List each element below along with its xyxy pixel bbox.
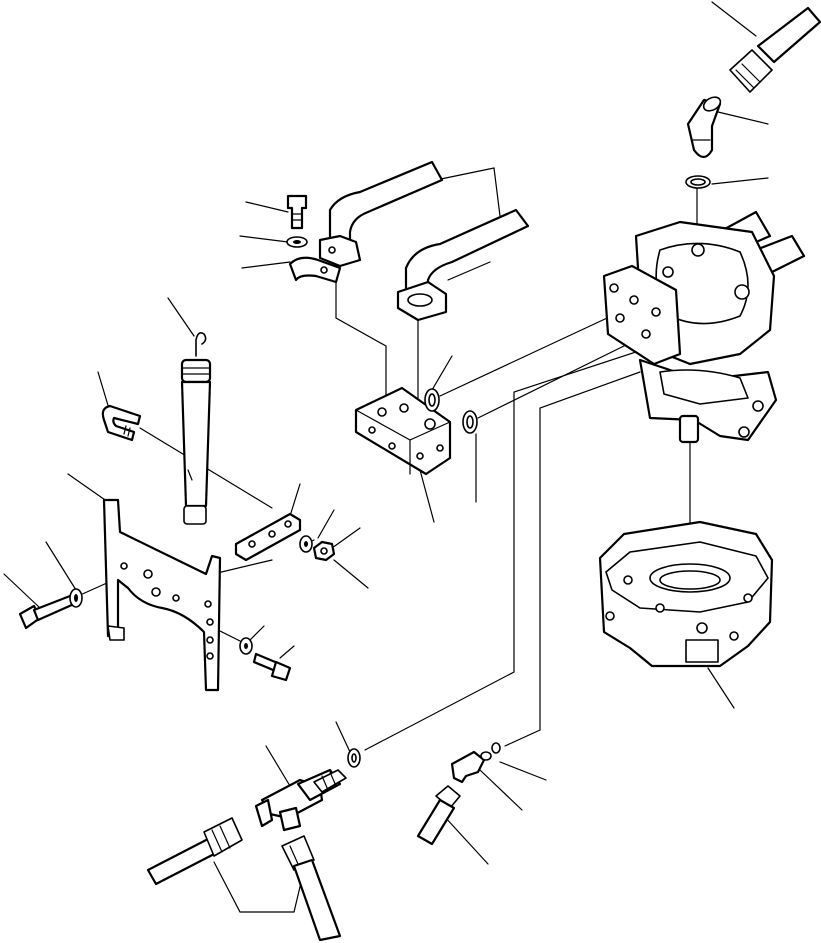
elbow-fitting	[686, 96, 722, 159]
washer	[286, 236, 308, 248]
leader-nut-right-a	[331, 527, 361, 549]
leader-washer	[239, 235, 289, 243]
o-ring-block-upper	[424, 388, 440, 412]
leader-oring-motor	[711, 177, 769, 185]
leader-elbow	[717, 111, 769, 125]
leader-hose-lower-right	[443, 815, 489, 865]
leader-oring-upper	[431, 355, 453, 391]
o-ring-tee	[347, 748, 361, 768]
hose-lower-right	[416, 785, 461, 846]
manifold-block	[354, 386, 452, 476]
leader-bolt	[245, 201, 289, 213]
leader-elbow-lower	[479, 769, 523, 811]
hose-lower-left	[146, 817, 243, 886]
o-ring-motor-port	[685, 175, 711, 189]
leader-tee	[265, 745, 291, 787]
elbow-lower	[450, 750, 492, 784]
leader-ubolt	[97, 371, 111, 413]
mounting-bracket	[102, 498, 222, 692]
hose-top-right	[729, 6, 821, 93]
leader-oring-lower-r	[499, 761, 547, 781]
leader-bolt-lower	[279, 645, 295, 659]
leader-oring-tee	[335, 721, 351, 753]
connection-lines	[77, 187, 698, 913]
hose-pair-upper	[328, 160, 530, 296]
washer-left	[69, 588, 83, 608]
leader-washer-right	[317, 509, 335, 539]
oring-upper-leader	[439, 311, 621, 397]
flange-block-line	[335, 261, 387, 401]
leader-hose-pair-a	[435, 167, 495, 181]
lower-hoses-leader	[213, 861, 305, 913]
label-leaders	[3, 1, 769, 865]
leader-nut-right-b	[333, 559, 369, 589]
hose-lower-center	[281, 835, 342, 942]
tee-fitting	[254, 768, 347, 832]
motor-housing-flange	[598, 520, 774, 668]
leader-flange	[707, 667, 735, 709]
bolt-lower	[252, 652, 292, 682]
leader-block	[419, 469, 435, 523]
o-ring-lower	[491, 742, 501, 754]
leader-hose-pair-b	[493, 167, 501, 217]
o-ring-block-lower	[462, 410, 478, 434]
leader-hose-top	[711, 1, 757, 37]
oring-lower-leader	[477, 341, 633, 419]
washer-right	[299, 535, 313, 553]
bolt-left	[18, 594, 76, 630]
tee-connect-line	[364, 351, 637, 751]
u-bolt	[101, 404, 142, 442]
split-flange-clamp	[288, 234, 448, 322]
leader-clamp-plate	[289, 483, 301, 517]
swing-motor	[602, 210, 806, 444]
leader-bracket	[67, 473, 109, 503]
washer-lower	[239, 637, 253, 655]
elbow-connect-line	[504, 371, 641, 747]
hook-cylinder	[180, 332, 212, 525]
bolt	[286, 194, 308, 230]
leader-clamp	[241, 261, 291, 269]
leader-cylinder	[167, 297, 195, 337]
leader-washer-lower	[249, 625, 265, 641]
leader-hose-flange	[447, 261, 491, 281]
leader-bolt-left	[3, 573, 41, 609]
nut-right	[312, 540, 336, 562]
leader-washer-left	[45, 541, 77, 591]
clamp-plate	[234, 512, 302, 562]
